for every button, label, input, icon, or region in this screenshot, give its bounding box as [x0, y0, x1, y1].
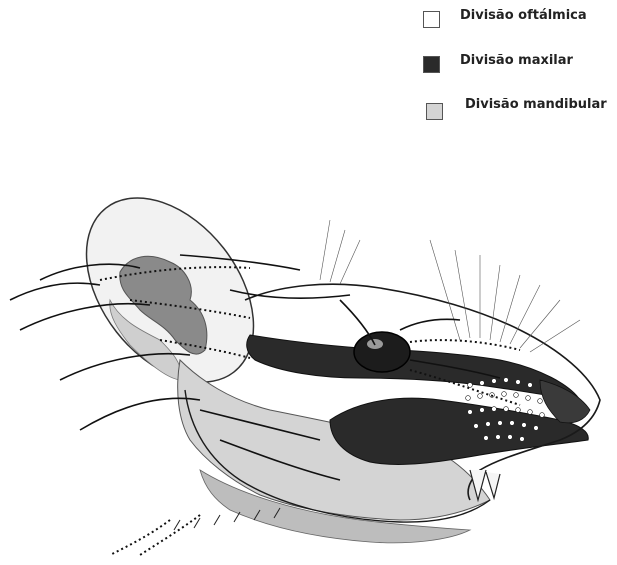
maxillary-region-upper	[247, 335, 580, 400]
eye	[354, 332, 410, 372]
